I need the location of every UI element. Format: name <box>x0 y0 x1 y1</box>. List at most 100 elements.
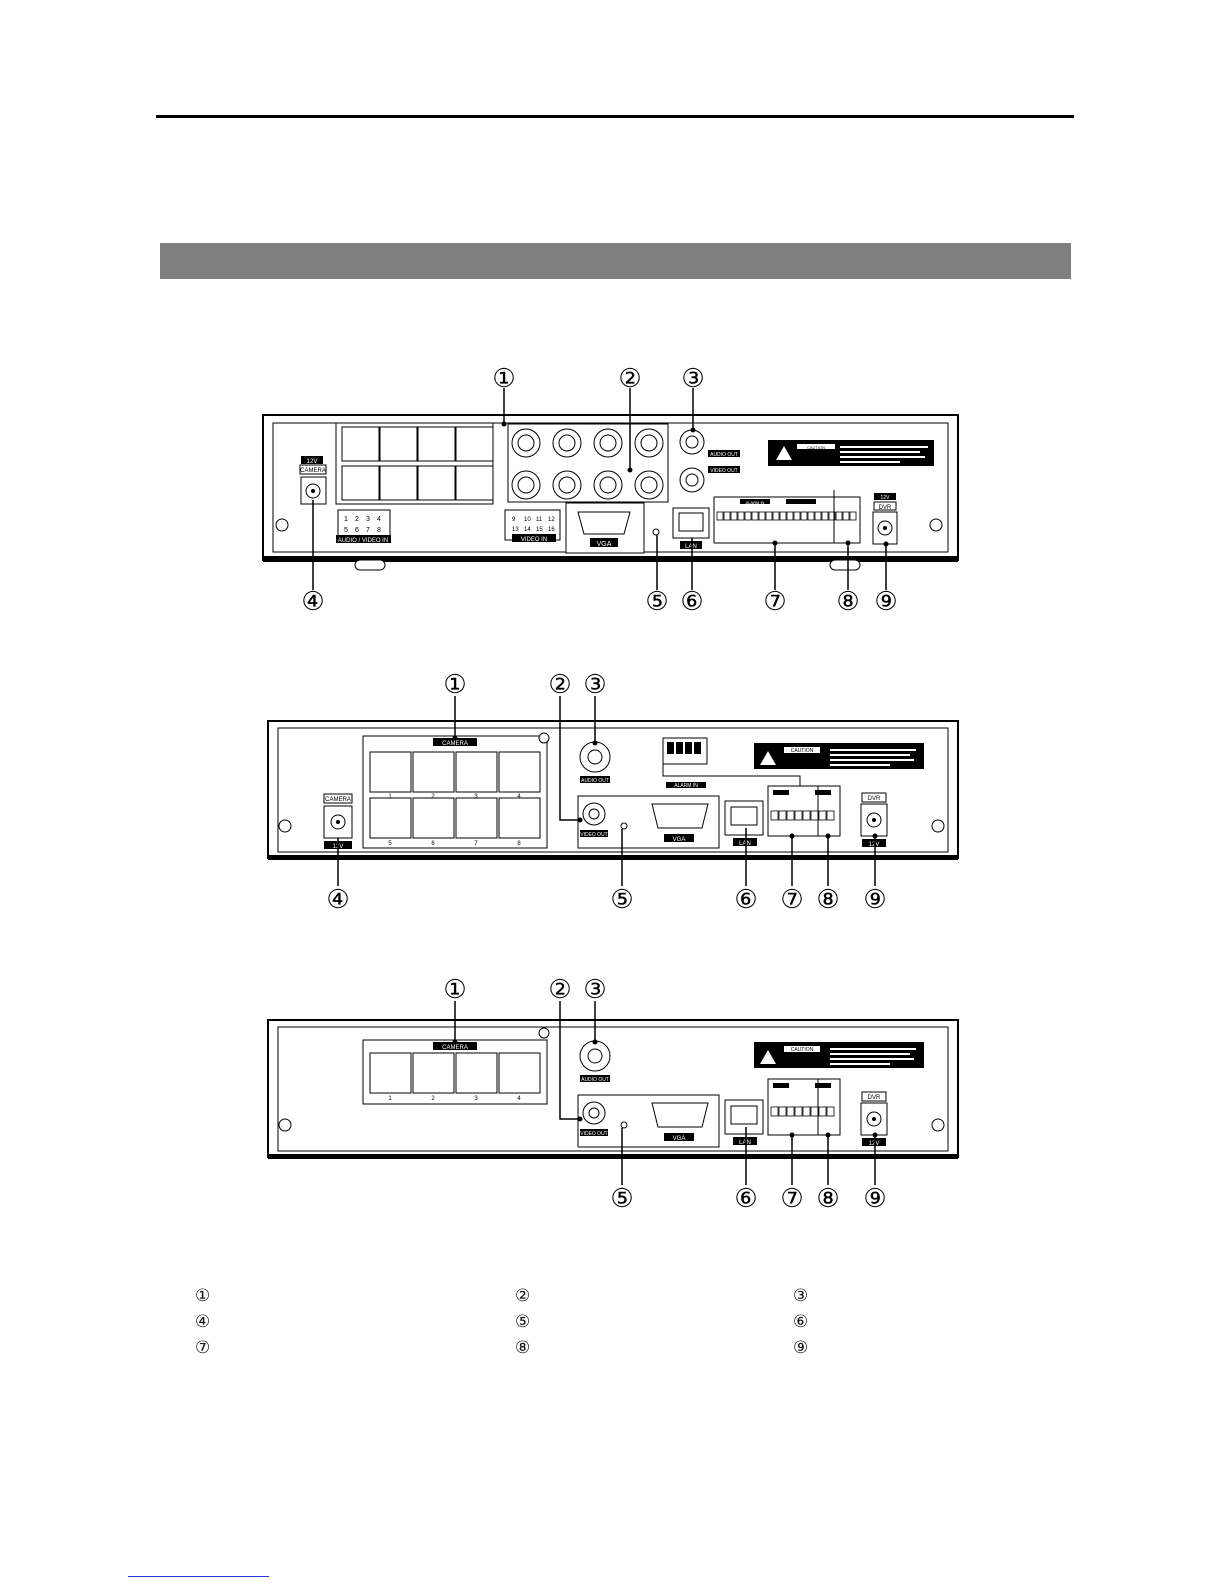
legend-item-2: ② <box>515 1286 531 1306</box>
callout-9: ⑨ <box>874 586 897 616</box>
audio-video-in-label: AUDIO / VIDEO IN <box>338 538 388 544</box>
callout-2: ② <box>618 363 641 393</box>
callout-leaders-a <box>312 388 887 590</box>
callout-5: ⑤ <box>645 586 668 616</box>
camera-power-label-b: CAMERA <box>325 797 351 803</box>
callout-3: ③ <box>681 363 704 393</box>
callout-3: ③ <box>583 669 606 699</box>
power-label-left: 12V <box>307 459 318 465</box>
callout-1: ① <box>443 974 466 1004</box>
callout-1: ① <box>492 363 515 393</box>
legend: ① ② ③ ④ ⑤ ⑥ ⑦ ⑧ ⑨ <box>195 1286 1045 1364</box>
video-out-label: VIDEO OUT <box>710 468 738 474</box>
svg-text:16: 16 <box>548 527 555 533</box>
callout-9: ⑨ <box>863 1183 886 1213</box>
svg-text:10: 10 <box>524 517 531 523</box>
callout-7: ⑦ <box>780 884 803 914</box>
svg-text:5: 5 <box>388 841 392 847</box>
footer-link-underline[interactable] <box>128 1576 269 1577</box>
svg-text:13: 13 <box>512 527 519 533</box>
lan-label-b: LAN <box>739 841 751 847</box>
section-heading-bar <box>160 243 1071 279</box>
callout-8: ⑧ <box>816 884 839 914</box>
vga-label-b: VGA <box>673 837 686 843</box>
svg-text:2: 2 <box>355 516 359 523</box>
callout-8: ⑧ <box>816 1183 839 1213</box>
callout-5: ⑤ <box>610 884 633 914</box>
camera-rj-ports <box>335 422 494 505</box>
svg-text:9: 9 <box>512 517 516 523</box>
audio-out-label-b: AUDIO OUT <box>581 778 609 784</box>
rj-ports-4 <box>369 1052 541 1094</box>
alarm-in-label-b: ALARM IN <box>674 783 698 789</box>
alarm-terminal-cells <box>716 511 857 521</box>
alarm-in-label: ALARM IN <box>746 500 765 505</box>
svg-text:4: 4 <box>517 794 521 800</box>
video-in-label: VIDEO IN <box>521 537 547 543</box>
legend-item-9: ⑨ <box>793 1338 809 1358</box>
svg-text:7: 7 <box>366 527 370 534</box>
legend-item-4: ④ <box>195 1312 211 1332</box>
rj-ports-8 <box>369 751 541 839</box>
lan-label-c: LAN <box>739 1140 751 1146</box>
callout-2: ② <box>548 974 571 1004</box>
svg-text:6: 6 <box>431 841 435 847</box>
svg-text:11: 11 <box>536 517 543 523</box>
svg-text:7: 7 <box>474 841 478 847</box>
svg-text:12V: 12V <box>869 842 880 848</box>
header-rule <box>156 115 1074 118</box>
dvr-label-b: DVR <box>868 796 881 802</box>
camera-block-label-c: CAMERA <box>442 1045 468 1051</box>
callout-6: ⑥ <box>734 1183 757 1213</box>
svg-text:12: 12 <box>548 517 555 523</box>
legend-item-3: ③ <box>793 1286 809 1306</box>
caution-label-c: CAUTION <box>791 1047 814 1053</box>
callout-6: ⑥ <box>734 884 757 914</box>
video-out-label-c: VIDEO OUT <box>580 1131 608 1137</box>
callout-1: ① <box>443 669 466 699</box>
legend-item-5: ⑤ <box>515 1312 531 1332</box>
caution-label-b: CAUTION <box>791 748 814 754</box>
audio-out-label: AUDIO OUT <box>710 452 738 458</box>
legend-item-7: ⑦ <box>195 1338 211 1358</box>
video-out-label-b: VIDEO OUT <box>580 832 608 838</box>
callout-5: ⑤ <box>610 1183 633 1213</box>
callout-2: ② <box>548 669 571 699</box>
svg-text:3: 3 <box>474 794 478 800</box>
audio-out-label-c: AUDIO OUT <box>581 1077 609 1083</box>
dvr-label-a: DVR <box>879 505 892 511</box>
svg-text:8: 8 <box>517 841 521 847</box>
legend-item-6: ⑥ <box>793 1312 809 1332</box>
svg-text:2: 2 <box>431 1096 435 1102</box>
svg-text:3: 3 <box>474 1096 478 1102</box>
legend-item-8: ⑧ <box>515 1338 531 1358</box>
vga-label-c: VGA <box>673 1136 686 1142</box>
callout-4: ④ <box>326 884 349 914</box>
svg-text:1: 1 <box>344 516 348 523</box>
callout-8: ⑧ <box>836 586 859 616</box>
callout-3: ③ <box>583 974 606 1004</box>
svg-text:4: 4 <box>517 1096 521 1102</box>
legend-row: ① ② ③ <box>195 1286 1045 1312</box>
svg-text:5: 5 <box>344 527 348 534</box>
callout-4: ④ <box>301 586 324 616</box>
svg-text:15: 15 <box>536 527 543 533</box>
svg-text:8: 8 <box>377 527 381 534</box>
callout-7: ⑦ <box>780 1183 803 1213</box>
legend-row: ④ ⑤ ⑥ <box>195 1312 1045 1338</box>
callout-6: ⑥ <box>680 586 703 616</box>
svg-text:4: 4 <box>377 516 381 523</box>
rear-panel-16ch: 12V CAMERA 1 2 3 4 5 6 7 8 AUDIO / VIDEO… <box>0 360 1225 620</box>
bnc-grid <box>511 428 664 500</box>
svg-text:1: 1 <box>388 794 392 800</box>
svg-text:14: 14 <box>524 527 531 533</box>
vga-label: VGA <box>597 541 612 548</box>
lan-label: LAN <box>685 544 697 550</box>
legend-item-1: ① <box>195 1286 211 1306</box>
legend-row: ⑦ ⑧ ⑨ <box>195 1338 1045 1364</box>
caution-label-a: CAUTION <box>807 445 825 450</box>
